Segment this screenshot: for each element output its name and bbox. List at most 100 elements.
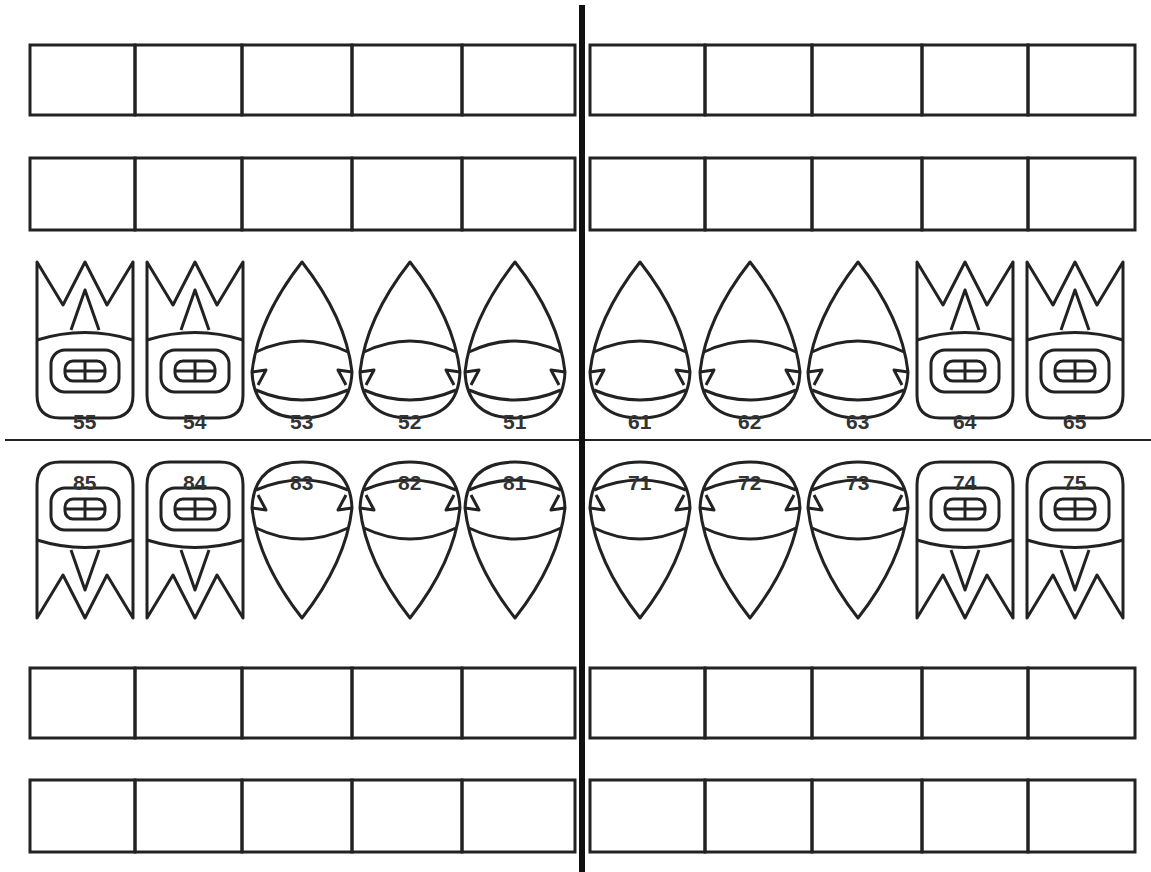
side-facet (590, 370, 604, 385)
chart-box (135, 158, 242, 230)
midline (579, 5, 585, 872)
chart-box (705, 780, 812, 852)
crown-line (469, 341, 561, 352)
chart-box (1028, 45, 1135, 115)
crown-line (256, 390, 348, 400)
molar-outline (1027, 262, 1123, 418)
root-fork (71, 550, 99, 590)
chart-box (462, 45, 575, 115)
chart-box (352, 668, 462, 738)
tooth-number: 65 (1063, 411, 1086, 432)
crown-line (256, 341, 348, 352)
occlusal-box (175, 499, 215, 519)
occlusal-box (175, 361, 215, 381)
chart-box (462, 668, 575, 738)
occlusal-cross (65, 370, 105, 373)
incisor-outline (700, 262, 800, 418)
chart-box (922, 668, 1028, 738)
incisor-outline (700, 462, 800, 618)
tooth-number: 51 (503, 411, 526, 432)
chart-box (135, 780, 242, 852)
chart-box (590, 45, 705, 115)
tooth-number: 52 (398, 411, 421, 432)
tooth-number: 54 (183, 411, 206, 432)
side-facet (446, 370, 460, 385)
occlusal-cross (65, 508, 105, 511)
occlusal-surface (161, 488, 229, 530)
molar-outline (1027, 462, 1123, 618)
occlusal-surface (51, 350, 119, 392)
occlusal-cross (945, 508, 985, 511)
occlusal-surface (931, 350, 999, 392)
chart-box (135, 668, 242, 738)
side-facet (894, 495, 908, 510)
side-facet (676, 495, 690, 510)
occlusal-surface (1041, 488, 1109, 530)
tooth-number: 61 (628, 411, 651, 432)
tooth-number: 84 (183, 472, 206, 493)
tooth-number: 83 (290, 472, 313, 493)
side-facet (465, 495, 479, 510)
chart-box (705, 45, 812, 115)
crown-line (469, 528, 561, 539)
tooth-number: 82 (398, 472, 421, 493)
chart-box (30, 45, 135, 115)
crown-line (469, 390, 561, 400)
incisor-outline (252, 262, 352, 418)
chart-box (705, 158, 812, 230)
side-facet (252, 370, 266, 385)
chart-box (30, 668, 135, 738)
chart-box (462, 158, 575, 230)
side-facet (360, 370, 374, 385)
crown-line (256, 528, 348, 539)
chart-box (1028, 668, 1135, 738)
side-facet (700, 495, 714, 510)
root-fork (951, 550, 979, 590)
side-facet (700, 370, 714, 385)
molar-outline (37, 462, 133, 618)
side-facet (894, 370, 908, 385)
crown-line (37, 333, 133, 341)
occlusal-box (945, 499, 985, 519)
incisor-outline (252, 462, 352, 618)
crown-line (1027, 540, 1123, 548)
root-fork (1061, 550, 1089, 590)
chart-box (812, 780, 922, 852)
root-fork (181, 290, 209, 330)
crown-line (917, 540, 1013, 548)
incisor-outline (465, 262, 565, 418)
chart-box (922, 780, 1028, 852)
tooth-number: 62 (738, 411, 761, 432)
chart-box (352, 158, 462, 230)
tooth-number: 74 (953, 472, 976, 493)
side-facet (551, 370, 565, 385)
crown-line (147, 333, 243, 341)
crown-line (812, 390, 904, 400)
occlusal-surface (931, 488, 999, 530)
chart-box (922, 45, 1028, 115)
chart-box (590, 158, 705, 230)
chart-box (812, 668, 922, 738)
occlusal-box (65, 361, 105, 381)
root-fork (1061, 290, 1089, 330)
chart-box (590, 780, 705, 852)
root-fork (951, 290, 979, 330)
side-facet (786, 495, 800, 510)
tooth-number: 73 (846, 472, 869, 493)
tooth-number: 81 (503, 472, 526, 493)
tooth-number: 53 (290, 411, 313, 432)
crown-line (704, 390, 796, 400)
crown-line (1027, 333, 1123, 341)
tooth-number: 64 (953, 411, 976, 432)
molar-outline (917, 262, 1013, 418)
tooth-number: 85 (73, 472, 96, 493)
occlusal-box (945, 361, 985, 381)
crown-line (364, 341, 456, 352)
side-facet (338, 495, 352, 510)
chart-box (1028, 158, 1135, 230)
side-facet (338, 370, 352, 385)
occlusal-surface (1041, 350, 1109, 392)
occlusal-cross (175, 370, 215, 373)
chart-box (30, 158, 135, 230)
